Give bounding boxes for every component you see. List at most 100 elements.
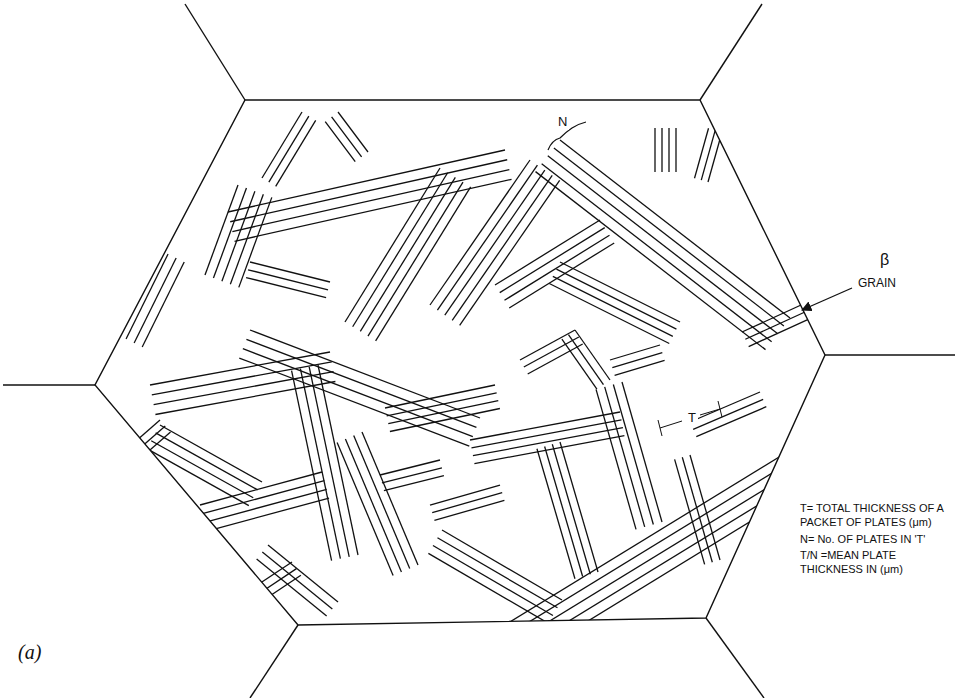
grain-boundary [185, 4, 245, 100]
alpha-plate [560, 442, 598, 572]
alpha-plate [605, 387, 645, 527]
alpha-plate [207, 498, 329, 531]
alpha-plate [690, 392, 760, 422]
legend-note: T/N =MEAN PLATE THICKNESS IN (μm) [800, 549, 955, 577]
alpha-plate [147, 449, 249, 506]
alpha-plate [690, 455, 720, 560]
alpha-plate [612, 353, 662, 368]
alpha-plate [213, 188, 246, 278]
alpha-plate [380, 460, 440, 475]
alpha-plate [505, 441, 825, 637]
figure-panel-label: (a) [18, 640, 41, 665]
alpha-plate [437, 165, 537, 310]
alpha-plate [521, 466, 841, 662]
alpha-plate [442, 530, 562, 600]
alpha-plate [708, 132, 722, 182]
thickness-dimension [658, 401, 722, 436]
alpha-plate [134, 258, 176, 343]
alpha-plate [239, 358, 469, 446]
alpha-plate [434, 500, 504, 520]
alpha-plate [560, 140, 790, 318]
grain-boundary [706, 618, 764, 698]
alpha-plate [675, 128, 676, 172]
alpha-plate [205, 185, 238, 275]
alpha-plate [554, 148, 784, 326]
grain-boundary [250, 625, 298, 698]
alpha-plate [151, 441, 253, 498]
alpha-plate [120, 420, 160, 455]
alpha-plate [613, 384, 653, 524]
alpha-plate [345, 168, 440, 322]
alpha-plate [745, 307, 815, 339]
alpha-plate [230, 160, 507, 222]
alpha-plate [610, 345, 660, 360]
alpha-plate [460, 180, 560, 325]
alpha-plate [693, 399, 763, 429]
alpha-plate [432, 493, 502, 513]
alpha-plate [433, 546, 553, 616]
beta-grain-boundary [95, 100, 825, 625]
alpha-plate [504, 235, 609, 300]
alpha-plate [236, 569, 296, 609]
alpha-plate [205, 489, 327, 522]
alpha-plate [382, 468, 442, 483]
alpha-plate [202, 481, 324, 514]
alpha-plate [560, 262, 680, 322]
alpha-plate [568, 335, 603, 385]
alpha-plate [552, 444, 590, 574]
alpha-plate [262, 552, 332, 609]
alpha-plate [542, 164, 772, 342]
grain-boundary [700, 4, 762, 100]
legend-note: N= No. OF PLATES IN 'T' [800, 533, 955, 547]
alpha-plate [300, 369, 340, 559]
alpha-plate [325, 122, 355, 162]
alpha-plate [125, 426, 165, 461]
alpha-plate [445, 170, 545, 315]
packet-count-label: N [556, 114, 569, 130]
alpha-plate [500, 432, 820, 628]
alpha-plate [360, 177, 455, 331]
alpha-plate [556, 269, 676, 329]
alpha-plate [701, 130, 715, 180]
alpha-plate [596, 389, 636, 529]
alpha-plate [222, 191, 255, 281]
grain-label: GRAIN [858, 276, 896, 291]
alpha-plate [246, 339, 476, 427]
alpha-plate-packets [118, 112, 841, 662]
alpha-plate [545, 446, 583, 576]
alpha-plate [345, 439, 401, 572]
alpha-plate [675, 459, 705, 564]
alpha-plate [553, 276, 673, 336]
alpha-plate [337, 442, 393, 575]
alpha-plate [474, 436, 624, 464]
alpha-plate [682, 457, 712, 562]
alpha-plate [495, 220, 600, 285]
grain-boundary [825, 354, 955, 355]
alpha-plate [437, 538, 557, 608]
alpha-plate [384, 476, 444, 491]
alpha-plate [142, 262, 184, 347]
legend-note: T= TOTAL THICKNESS OF A PACKET OF PLATES… [800, 502, 955, 530]
alpha-plate [276, 120, 316, 186]
alpha-plate [500, 228, 605, 293]
alpha-plate [696, 407, 766, 437]
alpha-plate [536, 172, 766, 350]
alpha-plate [742, 300, 812, 332]
alpha-plate [562, 339, 597, 389]
alpha-plate [537, 449, 575, 579]
alpha-plate [668, 128, 669, 172]
alpha-plate [230, 194, 263, 284]
alpha-plate [473, 428, 623, 456]
alpha-plate [250, 262, 330, 282]
alpha-plate [661, 128, 662, 172]
alpha-plate [262, 112, 302, 178]
alpha-plate [452, 175, 552, 320]
alpha-plate [615, 360, 665, 375]
alpha-plate [292, 371, 332, 561]
alpha-plate [250, 330, 480, 418]
alpha-plate [131, 432, 171, 467]
alpha-plate [749, 315, 819, 347]
grain-phase-symbol: β [880, 250, 889, 270]
